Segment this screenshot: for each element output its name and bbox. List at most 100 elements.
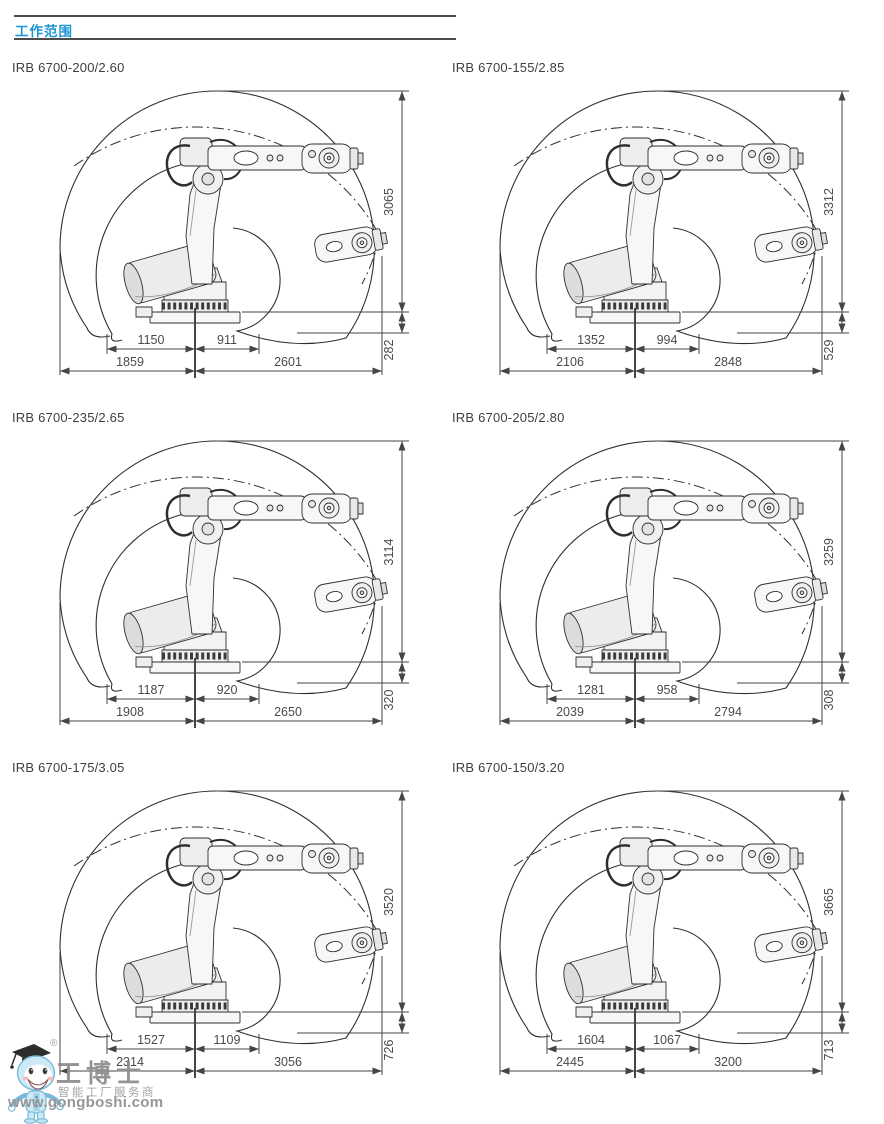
watermark: ® 工博士 智能工厂服务商 www.gongboshi.com [0,1032,250,1124]
dim-rear-reach-label: 1352 [577,333,605,347]
dim-rear-reach-label: 1150 [138,333,165,347]
working-range-drawing: 1281 958 2039 2794 3259 308 [499,440,849,728]
dimension-lines [499,440,849,728]
dim-rear-total-label: 1908 [116,705,144,719]
work-envelope-outline [499,90,821,345]
robot-model-label: IRB 6700-200/2.60 [12,60,125,75]
mascot-head [16,1055,56,1091]
dim-below-base-label: 282 [382,340,396,361]
wrist-unit [741,493,804,524]
header-rule-bottom [14,38,456,40]
mascot-logo [8,1044,64,1124]
dim-height-label: 3312 [822,188,836,216]
robot-range-diagram: IRB 6700-235/2.65 [12,410,452,760]
dimension-lines [59,440,409,728]
wrist-unit-lowered [314,576,388,613]
dim-front-total-label: 2650 [274,705,302,719]
wrist-unit [741,843,804,874]
robot-range-diagram: IRB 6700-150/3.20 [452,760,884,1110]
dimension-labels: 1604 1067 2445 3200 3665 713 [556,888,836,1069]
robot-range-diagram: IRB 6700-155/2.85 [452,60,884,410]
wrist-path-dashdot [513,126,821,285]
dim-height-label: 3520 [382,888,396,916]
dim-front-reach-label: 1067 [653,1033,681,1047]
wrist-unit-lowered [754,576,828,613]
dim-rear-total-label: 2106 [556,355,584,369]
dimension-labels: 1187 920 1908 2650 3114 320 [116,539,396,719]
robot-model-label: IRB 6700-155/2.85 [452,60,565,75]
robot-arm-drawing [563,487,828,674]
dimension-lines [499,790,849,1078]
wrist-path-dashdot [73,476,381,635]
robot-range-diagram: IRB 6700-175/3.05 [12,760,452,1110]
dim-front-total-label: 2601 [274,355,302,369]
dim-height-label: 3065 [382,188,396,216]
dim-front-total-label: 2848 [714,355,742,369]
dim-below-base-label: 726 [382,1040,396,1061]
robot-range-diagram: IRB 6700-205/2.80 [452,410,884,760]
page-title: 工作范围 [15,24,73,39]
dim-front-reach-label: 911 [217,333,237,347]
dimension-labels: 1527 1109 2314 3056 3520 726 [116,888,396,1069]
working-range-drawing: 1150 911 1859 2601 3065 282 [59,90,409,378]
diagram-grid: IRB 6700-200/2.60 [12,60,884,1110]
dim-front-total-label: 3200 [714,1055,742,1069]
dim-below-base-label: 320 [382,690,396,711]
registered-mark: ® [50,1038,58,1049]
dim-below-base-label: 308 [822,690,836,711]
robot-model-label: IRB 6700-175/3.05 [12,760,125,775]
wrist-path-dashdot [513,826,821,985]
dim-rear-reach-label: 1604 [577,1033,605,1047]
robot-range-diagram: IRB 6700-200/2.60 [12,60,452,410]
work-envelope-outline [499,790,821,1045]
robot-model-label: IRB 6700-205/2.80 [452,410,565,425]
dimension-lines [59,90,409,378]
work-envelope-outline [59,790,381,1045]
robot-model-label: IRB 6700-150/3.20 [452,760,565,775]
robot-arm-drawing [563,837,828,1024]
dim-height-label: 3259 [822,538,836,566]
dim-rear-reach-label: 1187 [138,683,165,697]
watermark-url: www.gongboshi.com [8,1094,164,1111]
dimension-labels: 1281 958 2039 2794 3259 308 [556,538,836,719]
dim-rear-reach-label: 1281 [577,683,605,697]
dim-front-reach-label: 994 [657,333,678,347]
wrist-unit-lowered [314,226,388,263]
wrist-unit [301,493,364,524]
dim-rear-total-label: 2039 [556,705,584,719]
robot-arm-drawing [563,137,828,324]
dimension-labels: 1352 994 2106 2848 3312 529 [556,188,836,369]
dim-rear-total-label: 2314 [116,1055,144,1069]
dim-front-reach-label: 1109 [214,1033,241,1047]
working-range-drawing: 1187 920 1908 2650 3114 320 [59,440,409,728]
wrist-unit-lowered [754,226,828,263]
dim-rear-total-label: 2445 [556,1055,584,1069]
dim-front-reach-label: 920 [217,683,238,697]
dimension-lines [499,90,849,378]
watermark-brand: 工博士 [56,1059,147,1088]
robot-arm-drawing [123,487,388,674]
dim-rear-total-label: 1859 [116,355,144,369]
work-envelope-outline [59,90,381,345]
dim-front-reach-label: 958 [657,683,678,697]
wrist-unit-lowered [754,926,828,963]
wrist-path-dashdot [513,476,821,635]
dim-front-total-label: 2794 [714,705,742,719]
working-range-drawing: 1527 1109 2314 3056 3520 726 [59,790,409,1078]
dim-front-total-label: 3056 [274,1055,302,1069]
wrist-path-dashdot [73,126,381,285]
robot-arm-drawing [123,137,388,324]
watermark-slogan: 智能工厂服务商 [58,1087,156,1099]
dimension-labels: 1150 911 1859 2601 3065 282 [116,188,396,369]
dim-below-base-label: 713 [822,1040,836,1061]
working-range-drawing: 1604 1067 2445 3200 3665 713 [499,790,849,1078]
wrist-unit [301,843,364,874]
robot-model-label: IRB 6700-235/2.65 [12,410,125,425]
dim-height-label: 3114 [382,539,396,566]
dim-height-label: 3665 [822,888,836,916]
robot-arm-drawing [123,837,388,1024]
header-rule-top [14,15,456,17]
wrist-unit-lowered [314,926,388,963]
dim-rear-reach-label: 1527 [137,1033,165,1047]
